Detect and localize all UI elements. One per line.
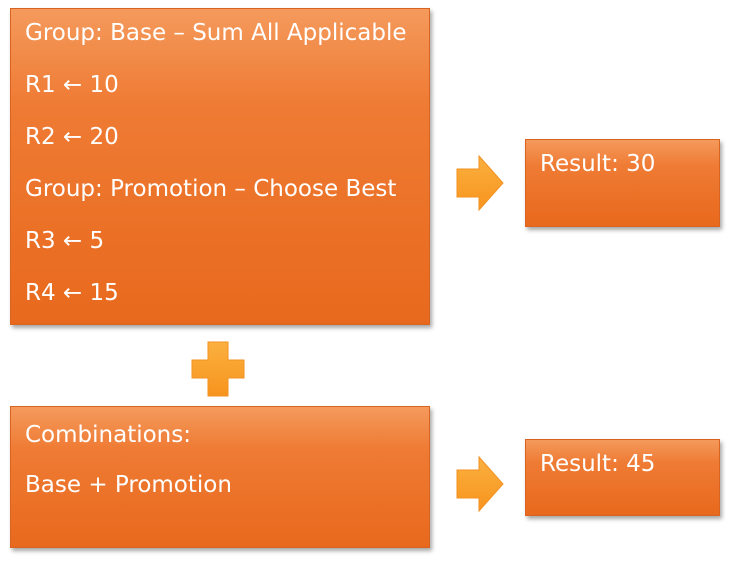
result-bottom-label: Result: 45: [540, 451, 656, 477]
right-arrow-icon: [456, 455, 504, 513]
result-top-label: Result: 30: [540, 151, 656, 177]
combinations-label: Combinations:: [25, 422, 191, 448]
group-base-label: Group: Base – Sum All Applicable: [25, 20, 407, 46]
plus-icon: [191, 341, 245, 397]
right-arrow-icon: [456, 154, 504, 212]
group-promotion-label: Group: Promotion – Choose Best: [25, 176, 397, 202]
rule-r1: R1 ← 10: [25, 72, 119, 98]
rule-r2: R2 ← 20: [25, 124, 119, 150]
rule-r3: R3 ← 5: [25, 228, 105, 254]
result-box-top: Result: 30: [525, 139, 720, 227]
rule-groups-box: Group: Base – Sum All Applicable R1 ← 10…: [10, 8, 430, 325]
rule-r4: R4 ← 15: [25, 280, 119, 306]
result-box-bottom: Result: 45: [525, 439, 720, 516]
combination-base-promotion: Base + Promotion: [25, 472, 232, 498]
combinations-box: Combinations: Base + Promotion: [10, 406, 430, 548]
